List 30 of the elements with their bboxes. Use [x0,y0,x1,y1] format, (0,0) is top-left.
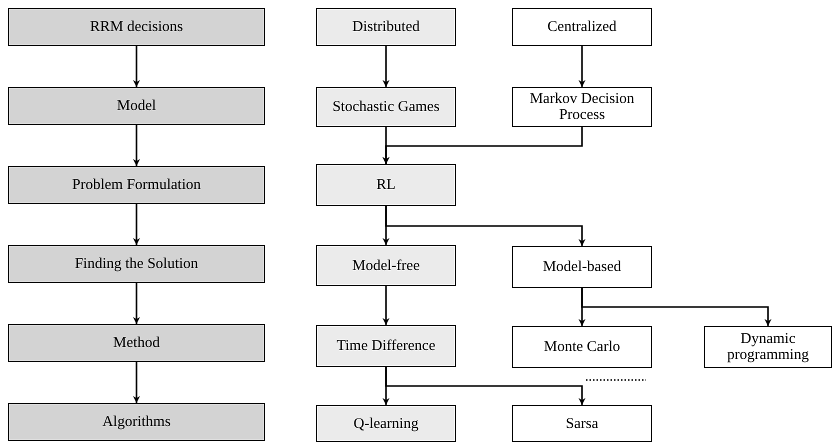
arrow [385,206,586,246]
process-box: Algorithms [8,403,265,441]
process-box: Finding the Solution [8,245,265,283]
arrow [133,362,140,403]
process-box: Stochastic Games [316,87,456,127]
process-box: RL [316,164,456,206]
arrow [133,46,140,87]
process-box: Method [8,324,265,362]
process-box: Problem Formulation [8,166,265,204]
arrow [578,46,586,87]
process-box: Model-free [316,245,456,286]
process-box: Monte Carlo [512,326,652,368]
process-box: Sarsa [512,405,652,442]
process-box: RRM decisions [8,8,265,46]
process-box: Model-based [512,246,652,288]
arrow [133,204,140,245]
process-box: Dynamic programming [704,326,832,368]
arrow [133,283,140,324]
process-box: Distributed [316,8,456,46]
process-box: Markov Decision Process [512,87,652,127]
process-box: Model [8,87,265,125]
arrow [382,46,390,87]
arrow [382,127,583,164]
arrow [385,367,586,405]
process-box: Centralized [512,8,652,46]
process-box: Time Difference [316,325,456,367]
arrow [133,125,140,166]
arrow [382,286,390,325]
arrow [581,288,772,326]
process-box: Q-learning [316,405,456,442]
